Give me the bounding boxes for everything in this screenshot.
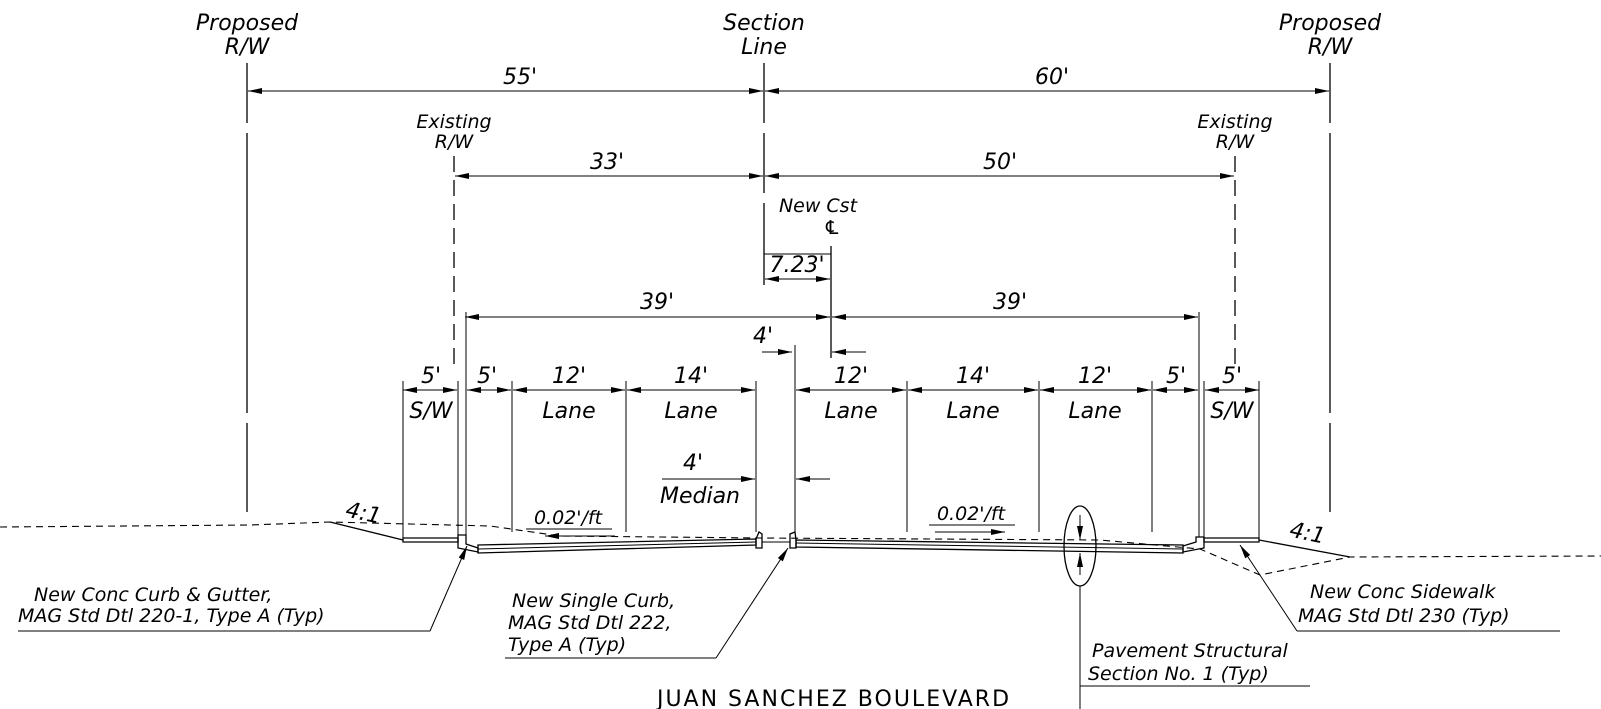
dim-39-left-text: 39' bbox=[640, 290, 674, 315]
slope-left-label: 4:1 bbox=[343, 498, 383, 530]
dim-lane-l2-text: 14' bbox=[674, 364, 708, 389]
slope-right-label: 4:1 bbox=[1287, 518, 1327, 550]
dim-median-top-text: 4' bbox=[753, 324, 773, 349]
dim-50-text: 50' bbox=[983, 150, 1017, 175]
single-curb-leader bbox=[715, 547, 789, 659]
lane-l1-label: Lane bbox=[542, 399, 595, 424]
dim-lane-r3-text: 12' bbox=[1078, 364, 1112, 389]
dim-lane-r2-text: 14' bbox=[956, 364, 990, 389]
dim-offset-text: 7.23' bbox=[769, 253, 824, 278]
svg-text:New Conc Sidewalk: New Conc Sidewalk bbox=[1310, 581, 1496, 603]
dim-lane-l1-text: 12' bbox=[552, 364, 586, 389]
existing-ground-line bbox=[0, 521, 1601, 576]
dim-33-text: 33' bbox=[590, 150, 624, 175]
svg-text:Existing: Existing bbox=[1197, 111, 1272, 133]
lane-r2-label: Lane bbox=[946, 399, 999, 424]
sw-right-label: S/W bbox=[1210, 399, 1254, 424]
svg-text:Existing: Existing bbox=[416, 111, 491, 133]
svg-text:Section: Section bbox=[723, 11, 805, 36]
svg-text:MAG Std Dtl 222,: MAG Std Dtl 222, bbox=[508, 612, 671, 634]
pavement-callout: Pavement Structural Section No. 1 (Typ) bbox=[1088, 640, 1289, 685]
sidewalk-leader bbox=[1239, 544, 1298, 632]
curb-gutter-leader bbox=[429, 545, 468, 632]
svg-text:Line: Line bbox=[741, 35, 787, 60]
dim-median-text: 4' bbox=[683, 451, 703, 476]
sw-left-label: S/W bbox=[409, 399, 453, 424]
cross-slope-right: 0.02'/ft bbox=[929, 503, 1015, 535]
sidewalk-callout: New Conc Sidewalk MAG Std Dtl 230 (Typ) bbox=[1298, 581, 1510, 627]
lane-r1-label: Lane bbox=[824, 399, 877, 424]
single-curb-callout: New Single Curb, MAG Std Dtl 222, Type A… bbox=[508, 590, 675, 656]
median-label: Median bbox=[660, 484, 740, 509]
svg-text:MAG Std Dtl 220-1, Type A (Typ: MAG Std Dtl 220-1, Type A (Typ) bbox=[18, 605, 325, 627]
existing-rw-right-label: Existing R/W bbox=[1197, 111, 1272, 153]
svg-text:R/W: R/W bbox=[435, 131, 475, 153]
svg-text:Pavement Structural: Pavement Structural bbox=[1092, 640, 1289, 662]
svg-text:Section No. 1 (Typ): Section No. 1 (Typ) bbox=[1088, 663, 1269, 685]
svg-text:Proposed: Proposed bbox=[1279, 11, 1382, 36]
extension-lines bbox=[402, 312, 1260, 540]
cross-slope-left: 0.02'/ft bbox=[526, 507, 615, 539]
proposed-section bbox=[329, 521, 1351, 558]
dim-55-text: 55' bbox=[503, 65, 537, 90]
svg-text:R/W: R/W bbox=[225, 35, 271, 60]
section-line-label: Section Line bbox=[723, 11, 805, 60]
dim-60-text: 60' bbox=[1035, 65, 1069, 90]
dim-curb-right-text: 5' bbox=[1166, 364, 1186, 389]
dim-sw-right-text: 5' bbox=[1222, 364, 1242, 389]
dim-curb-left-text: 5' bbox=[477, 364, 497, 389]
svg-text:New Cst: New Cst bbox=[779, 195, 859, 217]
svg-text:New Conc Curb & Gutter,: New Conc Curb & Gutter, bbox=[34, 584, 272, 606]
svg-text:0.02'/ft: 0.02'/ft bbox=[937, 503, 1007, 525]
existing-rw-left-label: Existing R/W bbox=[416, 111, 491, 153]
svg-text:MAG Std Dtl 230 (Typ): MAG Std Dtl 230 (Typ) bbox=[1298, 605, 1510, 627]
svg-text:0.02'/ft: 0.02'/ft bbox=[534, 507, 604, 529]
svg-text:Type A (Typ): Type A (Typ) bbox=[508, 634, 626, 656]
drawing-title: JUAN SANCHEZ BOULEVARD bbox=[655, 687, 1011, 709]
dim-sw-left-text: 5' bbox=[421, 364, 441, 389]
proposed-rw-left-label: Proposed R/W bbox=[196, 11, 299, 60]
lane-l2-label: Lane bbox=[664, 399, 717, 424]
new-cst-centerline-label: New Cst ℄ bbox=[779, 195, 859, 239]
svg-text:New Single Curb,: New Single Curb, bbox=[512, 590, 675, 612]
svg-text:Proposed: Proposed bbox=[196, 11, 299, 36]
lane-r3-label: Lane bbox=[1068, 399, 1121, 424]
proposed-rw-right-label: Proposed R/W bbox=[1279, 11, 1382, 60]
curb-gutter-callout: New Conc Curb & Gutter, MAG Std Dtl 220-… bbox=[18, 584, 325, 627]
dim-39-right-text: 39' bbox=[993, 290, 1027, 315]
svg-text:R/W: R/W bbox=[1308, 35, 1354, 60]
svg-text:R/W: R/W bbox=[1216, 131, 1256, 153]
svg-text:℄: ℄ bbox=[823, 217, 840, 239]
dim-lane-r1-text: 12' bbox=[834, 364, 868, 389]
